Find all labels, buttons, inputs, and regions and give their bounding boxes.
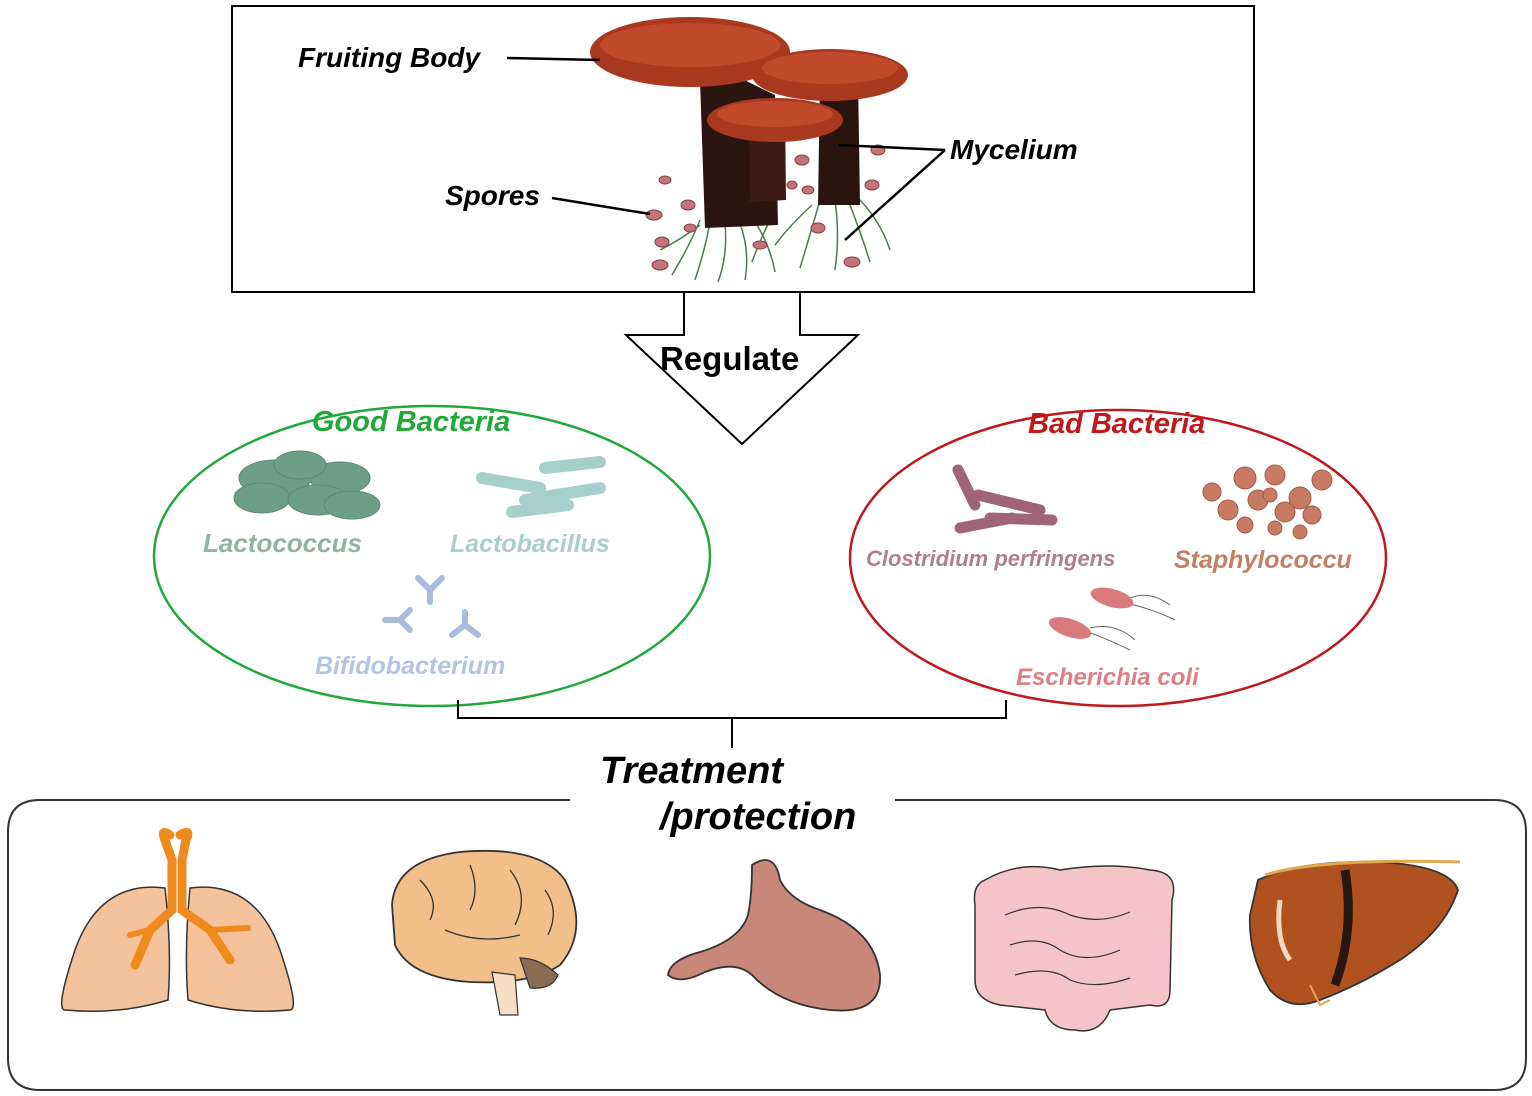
treatment-label: Treatment (600, 750, 784, 792)
ganoderma-box (231, 5, 1255, 293)
regulate-arrow (623, 292, 861, 446)
clostridium-label: Clostridium perfringens (866, 546, 1116, 571)
mycelium-label: Mycelium (950, 134, 1078, 165)
brain-icon (391, 849, 578, 1016)
organ-box (7, 799, 1527, 1091)
lactococcus-label: Lactococcus (203, 528, 362, 558)
combine-brace (457, 700, 1007, 719)
escherichia-coli-label: Escherichia coli (1016, 664, 1199, 691)
lungs-icon (60, 827, 295, 1012)
escherichia-coli-icon (1048, 587, 1176, 651)
good-bacteria-ellipse (152, 404, 712, 708)
ganoderma-icon (590, 17, 908, 283)
bifidobacterium-label: Bifidobacterium (315, 652, 506, 680)
fruiting-body-label: Fruiting Body (298, 42, 480, 73)
regulate-label: Regulate (660, 340, 800, 377)
protection-label: /protection (660, 796, 857, 838)
bad-bacteria-title: Bad Bacteria (1028, 408, 1206, 440)
staphylococcus-label: Staphylococcu (1174, 546, 1352, 574)
bad-bacteria-ellipse (848, 408, 1388, 708)
bifidobacterium-icon (382, 575, 481, 638)
lactococcus-icon (233, 450, 381, 520)
liver-icon (1248, 859, 1461, 1007)
clostridium-icon (952, 464, 1058, 534)
stomach-icon (667, 859, 881, 1012)
spores-label: Spores (445, 180, 540, 211)
lactobacillus-label: Lactobacillus (450, 530, 610, 558)
lactobacillus-icon (476, 456, 606, 518)
good-bacteria-title: Good Bacteria (312, 406, 511, 438)
staphylococcus-icon (1202, 464, 1333, 540)
intestine-icon (973, 865, 1175, 1032)
